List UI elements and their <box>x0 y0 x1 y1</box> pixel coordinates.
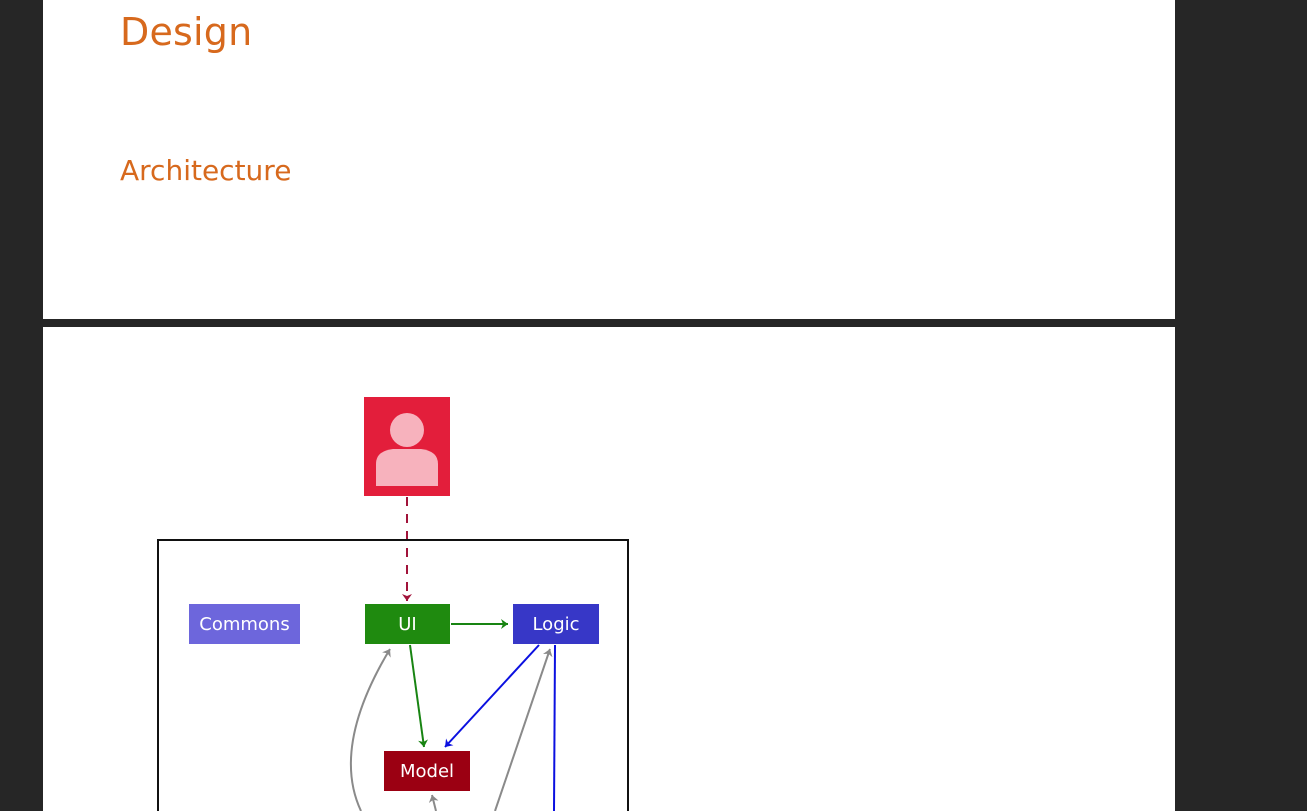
ui-node: UI <box>365 604 450 644</box>
architecture-diagram: Commons UI Logic Model <box>157 397 629 811</box>
logic-node: Logic <box>513 604 599 644</box>
architecture-heading: Architecture <box>120 154 292 187</box>
commons-label: Commons <box>199 614 289 635</box>
design-heading: Design <box>120 10 253 54</box>
model-label: Model <box>400 761 454 782</box>
gray-arrow-to-logic <box>494 648 553 811</box>
document-page-top: Design Architecture <box>43 0 1175 319</box>
logic-down-line <box>553 644 556 811</box>
ui-label: UI <box>398 614 416 635</box>
ui-to-model-arrow <box>409 644 429 748</box>
gray-arrow-to-model <box>428 794 439 811</box>
model-node: Model <box>384 751 470 791</box>
logic-to-model-arrow <box>444 644 540 748</box>
system-boundary <box>157 539 629 811</box>
commons-node: Commons <box>189 604 300 644</box>
document-page-bottom: Commons UI Logic Model <box>43 327 1175 811</box>
gray-arrow-to-ui <box>349 648 391 811</box>
user-node <box>364 397 450 496</box>
user-icon <box>376 413 438 486</box>
logic-label: Logic <box>532 614 579 635</box>
